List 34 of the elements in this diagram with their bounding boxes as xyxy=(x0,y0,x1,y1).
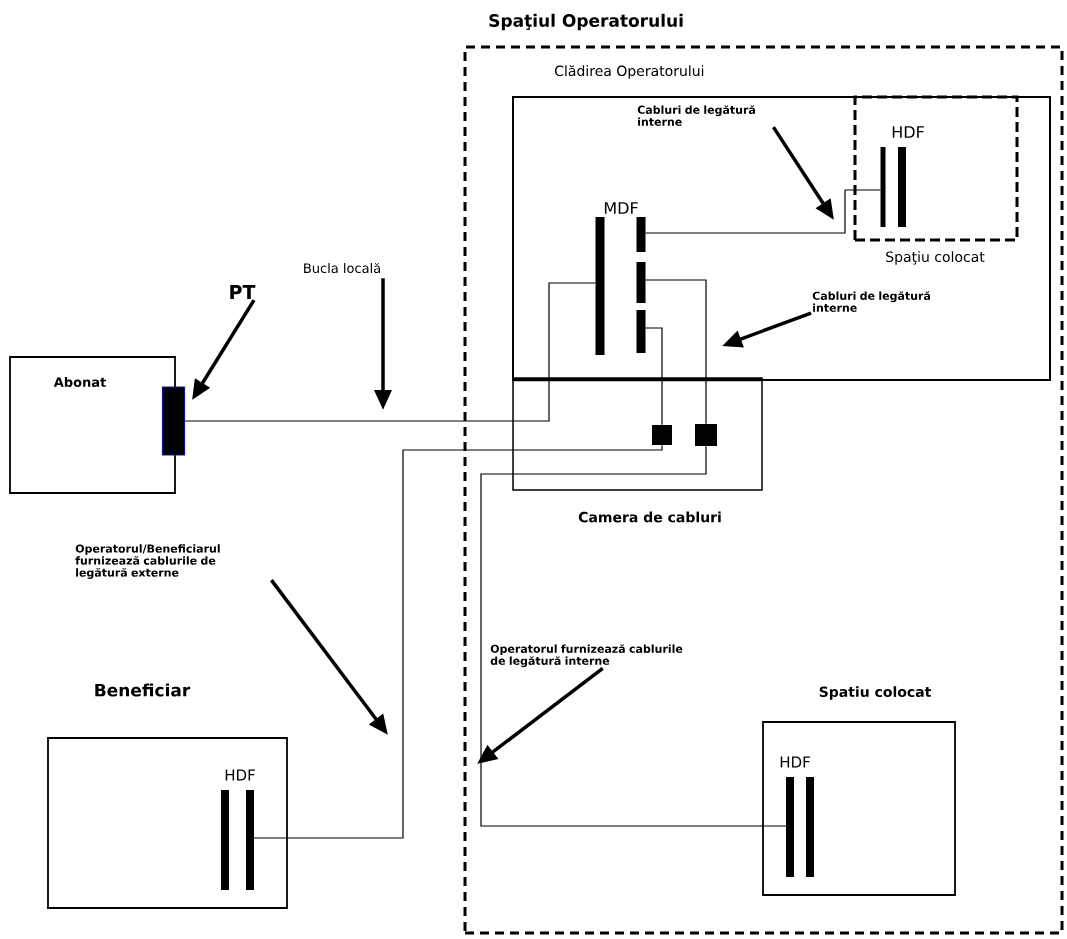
area-label: Spatiu colocat xyxy=(819,686,932,700)
frame-label: MDF xyxy=(604,202,638,214)
splice-block xyxy=(695,424,717,446)
frame-label: HDF xyxy=(225,769,255,781)
chamber-label: Camera de cabluri xyxy=(578,511,721,523)
cable-line xyxy=(480,445,787,827)
annotation-label: PT xyxy=(230,285,256,299)
frame-label: HDF xyxy=(892,126,924,138)
equipment-room xyxy=(762,721,956,896)
building-label: Clădirea Operatorului xyxy=(555,65,704,79)
cable-line xyxy=(644,189,882,234)
annotation-label: Bucla locală xyxy=(304,262,380,274)
cable-line xyxy=(253,444,663,839)
annotation-label: Operatorul/Beneficiarul furnizează cablurile de legătură externe xyxy=(75,544,220,579)
zone-heading: Spaţiul Operatorului xyxy=(489,13,683,31)
colocation-area xyxy=(853,95,1019,242)
cable-line xyxy=(644,279,707,425)
cable-line xyxy=(644,327,663,426)
building-outline xyxy=(512,96,1051,381)
cable-line xyxy=(184,282,597,422)
splice-block xyxy=(652,425,672,445)
annotation-label: Cabluri de legătură interne xyxy=(637,105,755,126)
box-label: Abonat xyxy=(53,376,106,388)
equipment-room xyxy=(47,737,288,909)
annotation-label: Operatorul furnizează cablurile de legătură interne xyxy=(490,644,683,668)
frame-label: HDF xyxy=(780,756,810,768)
termination-point xyxy=(161,386,186,456)
operator-zone-boundary xyxy=(463,45,1064,935)
area-label: Spaţiu colocat xyxy=(886,251,985,265)
cable-chamber xyxy=(512,377,763,491)
area-label: Beneficiar xyxy=(95,683,191,697)
annotation-label: Cabluri de legătură interne xyxy=(812,291,930,312)
distribution-frame xyxy=(595,217,646,355)
subscriber-box xyxy=(9,356,176,494)
